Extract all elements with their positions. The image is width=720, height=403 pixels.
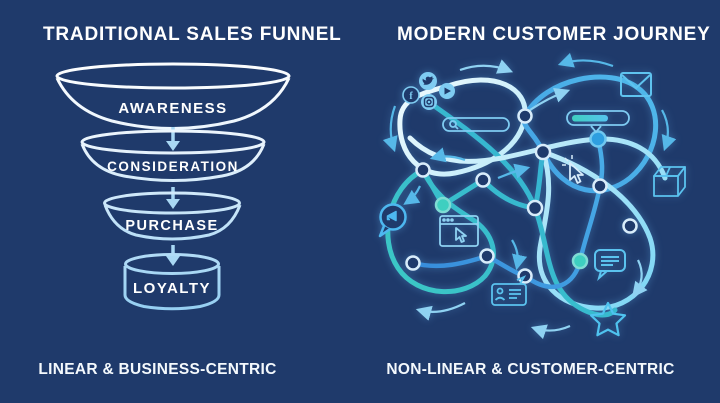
journey-node <box>479 248 495 264</box>
chat-bubble-icon <box>594 249 626 281</box>
stage-loyalty-label: LOYALTY <box>133 280 211 297</box>
journey-node <box>571 252 589 270</box>
journey-nodes <box>405 108 638 284</box>
journey-connector-bottom <box>410 253 528 279</box>
journey-node <box>415 162 431 178</box>
id-card-icon <box>491 275 527 306</box>
journey-node <box>434 196 452 214</box>
svg-text:f: f <box>409 91 413 102</box>
review-star-icon <box>589 301 627 337</box>
search-bar-icon <box>442 117 510 132</box>
funnel-arrow-2 <box>166 187 180 209</box>
left-panel-caption: LINEAR & BUSINESS-CENTRIC <box>38 361 277 378</box>
journey-node <box>534 143 552 161</box>
funnel-tier-awareness <box>55 62 291 130</box>
journey-arrows <box>382 52 677 340</box>
facebook-icon: f <box>402 86 420 104</box>
journey-node <box>517 108 533 124</box>
youtube-icon <box>439 83 455 99</box>
journey-node <box>475 172 491 188</box>
package-icon <box>653 166 686 197</box>
journey-node <box>405 255 421 271</box>
journey-connector-y <box>420 149 546 211</box>
journey-center-drop <box>522 136 605 289</box>
journey-node <box>526 199 544 217</box>
stage-purchase-label: PURCHASE <box>125 218 218 234</box>
journey-loop-top-left <box>397 77 528 177</box>
funnel-tier-purchase <box>103 191 242 241</box>
journey-node <box>589 130 607 148</box>
stage-awareness-label: AWARENESS <box>118 100 227 117</box>
funnel-tier-loyalty <box>123 253 221 311</box>
progress-bar-icon <box>566 110 630 134</box>
funnel-tier-consideration <box>80 129 266 182</box>
left-panel-title: TRADITIONAL SALES FUNNEL <box>43 24 342 45</box>
announcement-bubble-icon <box>378 203 407 238</box>
twitter-icon <box>419 72 437 90</box>
social-cluster: f <box>402 72 455 110</box>
click-cursor-icon <box>562 155 584 184</box>
browser-window-icon <box>439 215 479 247</box>
customer-journey-diagram: f <box>378 52 686 340</box>
sales-funnel-diagram: AWARENESS CONSIDERATION PURCHASE <box>55 62 291 311</box>
email-icon <box>620 72 652 97</box>
instagram-icon <box>421 94 437 110</box>
right-panel-caption: NON-LINEAR & CUSTOMER-CENTRIC <box>386 361 675 378</box>
journey-cross-path <box>407 135 668 181</box>
right-panel-title: MODERN CUSTOMER JOURNEY <box>397 24 711 45</box>
journey-node <box>622 218 638 234</box>
journey-node <box>592 178 608 194</box>
stage-consideration-label: CONSIDERATION <box>107 159 239 174</box>
